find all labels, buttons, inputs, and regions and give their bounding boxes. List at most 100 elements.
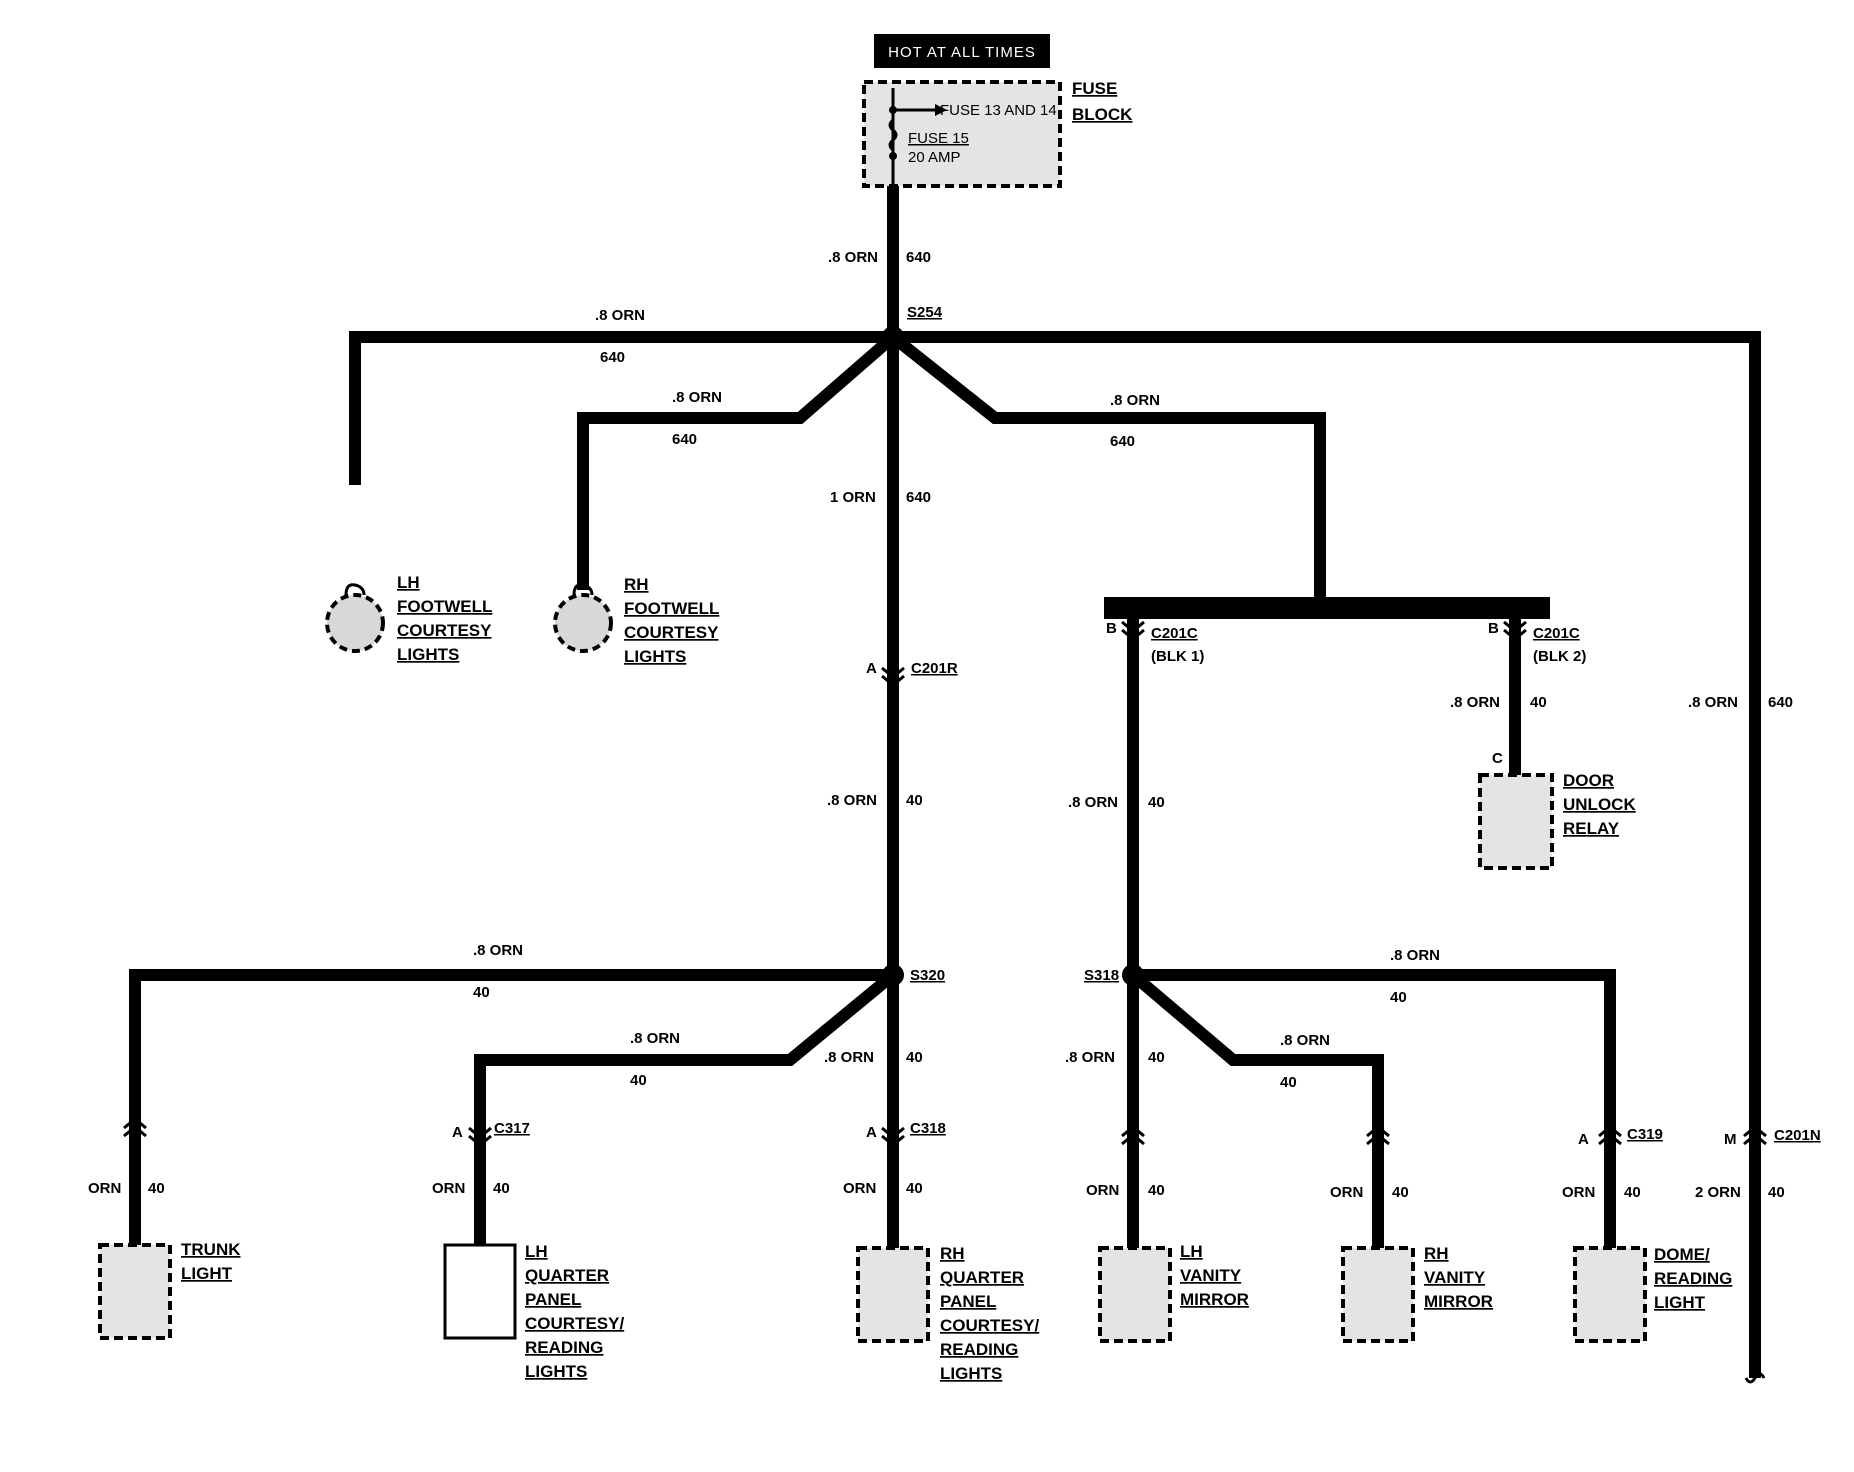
svg-text:.8 ORN: .8 ORN: [1068, 794, 1118, 811]
connector-lhv-symbol: [1121, 1125, 1145, 1146]
lh-quarter-label-5: READING: [525, 1338, 603, 1357]
connector-c317-pin: A: [452, 1124, 463, 1141]
connector-c319-pin: A: [1578, 1131, 1589, 1148]
rh-vanity-label-3: MIRROR: [1424, 1292, 1493, 1311]
svg-text:HOT AT ALL TIMES: HOT AT ALL TIMES: [888, 44, 1036, 61]
svg-text:640: 640: [672, 431, 697, 448]
fuse-block-label-1: FUSE: [1072, 79, 1117, 98]
connector-c201r-label: C201R: [911, 660, 958, 677]
svg-text:.8 ORN: .8 ORN: [630, 1030, 680, 1047]
door-unlock-label-2: UNLOCK: [1563, 795, 1636, 814]
svg-text:.8 ORN: .8 ORN: [1390, 947, 1440, 964]
svg-text:.8 ORN: .8 ORN: [672, 389, 722, 406]
svg-text:40: 40: [1148, 1049, 1165, 1066]
rh-quarter-label-1: RH: [940, 1244, 965, 1263]
svg-text:ORN: ORN: [1086, 1182, 1119, 1199]
svg-text:40: 40: [1280, 1074, 1297, 1091]
hot-at-all-times-label: HOT AT ALL TIMES: [874, 34, 1050, 68]
trunk-light: [98, 1243, 172, 1340]
connector-c201c-1-symbol: [1121, 620, 1145, 641]
lh-vanity-mirror: [1098, 1246, 1172, 1343]
connector-c318-symbol: [881, 1126, 905, 1147]
connector-c201n-label: C201N: [1774, 1127, 1821, 1144]
rh-quarter-label-6: LIGHTS: [940, 1364, 1002, 1383]
connector-c201c-1-label: C201C: [1151, 625, 1198, 642]
splice-s320-label: S320: [910, 967, 945, 984]
svg-text:40: 40: [1768, 1184, 1785, 1201]
dome-label-2: READING: [1654, 1269, 1732, 1288]
svg-text:.8 ORN: .8 ORN: [1450, 694, 1500, 711]
rh-quarter-panel-light: [856, 1246, 930, 1343]
svg-text:.8 ORN: .8 ORN: [595, 307, 645, 324]
splice-s318-label: S318: [1084, 967, 1119, 984]
connector-c201n-pin: M: [1724, 1131, 1737, 1148]
lh-quarter-label-1: LH: [525, 1242, 548, 1261]
wires: [129, 186, 1761, 1378]
svg-text:40: 40: [1624, 1184, 1641, 1201]
svg-text:40: 40: [1530, 694, 1547, 711]
splice-s254-label: S254: [907, 304, 943, 321]
svg-text:1 ORN: 1 ORN: [830, 489, 876, 506]
connector-c201c-2-symbol: [1503, 620, 1527, 641]
lh-vanity-label-2: VANITY: [1180, 1266, 1242, 1285]
rh-footwell-lamp: [553, 583, 613, 653]
svg-text:.8 ORN: .8 ORN: [1110, 392, 1160, 409]
lh-vanity-label-1: LH: [1180, 1242, 1203, 1261]
trunk-label-2: LIGHT: [181, 1264, 233, 1283]
lh-quarter-panel-light: [443, 1243, 517, 1340]
connector-c318-pin: A: [866, 1124, 877, 1141]
lh-footwell-lamp: [325, 583, 385, 653]
splice-s320: [882, 964, 904, 986]
wire-labels: .8 ORN 640 .8 ORN 640 .8 ORN 640 1 ORN 6…: [88, 249, 1793, 1201]
lh-footwell-label-3: COURTESY: [397, 621, 492, 640]
svg-text:40: 40: [493, 1180, 510, 1197]
lh-footwell-label-4: LIGHTS: [397, 645, 459, 664]
rh-quarter-label-4: COURTESY/: [940, 1316, 1039, 1335]
connector-symbols: [123, 620, 1767, 1147]
svg-text:40: 40: [473, 984, 490, 1001]
dome-label-1: DOME/: [1654, 1245, 1710, 1264]
rh-footwell-label-3: COURTESY: [624, 623, 719, 642]
svg-text:40: 40: [1148, 794, 1165, 811]
svg-text:.8 ORN: .8 ORN: [824, 1049, 874, 1066]
svg-text:640: 640: [600, 349, 625, 366]
rh-quarter-label-5: READING: [940, 1340, 1018, 1359]
svg-text:40: 40: [906, 1180, 923, 1197]
door-unlock-label-1: DOOR: [1563, 771, 1614, 790]
lh-quarter-label-3: PANEL: [525, 1290, 581, 1309]
connector-c201r-pin: A: [866, 660, 877, 677]
svg-text:.8 ORN: .8 ORN: [1280, 1032, 1330, 1049]
connector-c201c-2-pin: B: [1488, 620, 1499, 637]
door-unlock-label-3: RELAY: [1563, 819, 1620, 838]
svg-text:ORN: ORN: [1330, 1184, 1363, 1201]
lh-footwell-label-2: FOOTWELL: [397, 597, 492, 616]
rh-footwell-label-2: FOOTWELL: [624, 599, 719, 618]
svg-text:640: 640: [1768, 694, 1793, 711]
svg-text:640: 640: [906, 249, 931, 266]
rh-quarter-label-2: QUARTER: [940, 1268, 1024, 1287]
svg-text:40: 40: [630, 1072, 647, 1089]
svg-text:.8 ORN: .8 ORN: [828, 249, 878, 266]
connector-c201c-2-sub: (BLK 2): [1533, 648, 1586, 665]
fuse-block: FUSE 13 AND 14 FUSE 15 20 AMP: [862, 80, 1062, 188]
dome-reading-light: [1573, 1246, 1647, 1343]
connector-rhv-symbol: [1366, 1125, 1390, 1146]
wire-continuation-mark: [1744, 1372, 1766, 1384]
connector-c201r-symbol: [881, 666, 905, 687]
connector-c319-symbol: [1598, 1125, 1622, 1146]
door-unlock-relay: [1478, 773, 1554, 870]
svg-text:40: 40: [906, 1049, 923, 1066]
svg-text:640: 640: [906, 489, 931, 506]
fuse-block-label-2: BLOCK: [1072, 105, 1133, 124]
connector-c201c-1-pin: B: [1106, 620, 1117, 637]
relay-pin-label: C: [1492, 750, 1503, 767]
lh-quarter-label-4: COURTESY/: [525, 1314, 624, 1333]
svg-text:40: 40: [1392, 1184, 1409, 1201]
trunk-label-1: TRUNK: [181, 1240, 241, 1259]
svg-text:40: 40: [148, 1180, 165, 1197]
connector-c319-label: C319: [1627, 1126, 1663, 1143]
rh-vanity-label-2: VANITY: [1424, 1268, 1486, 1287]
connector-c201c-2-label: C201C: [1533, 625, 1580, 642]
connector-c318-label: C318: [910, 1120, 946, 1137]
